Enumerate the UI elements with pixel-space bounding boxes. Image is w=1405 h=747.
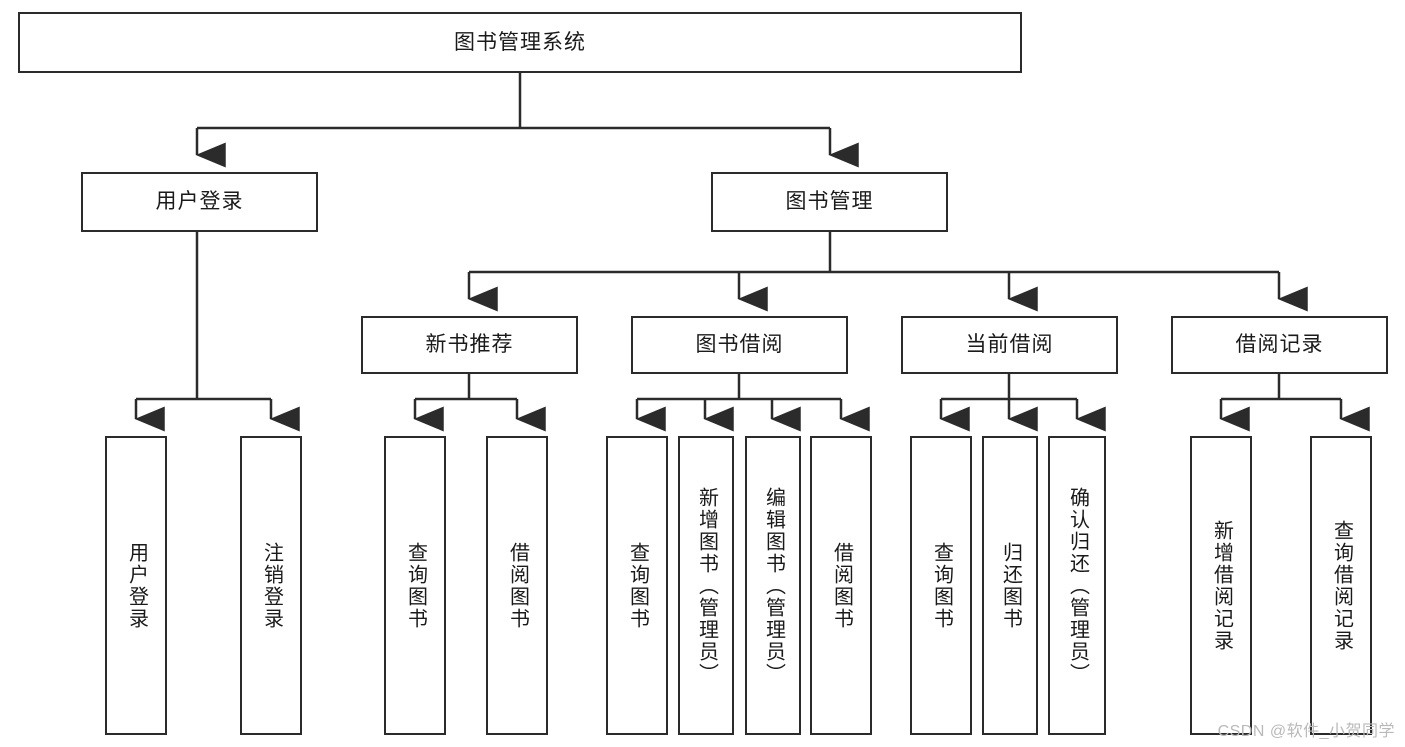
leaf-confirm-return[interactable]: 确认归还（管理员） [1048,436,1106,735]
node-label: 借阅图书 [830,541,853,630]
node-label: 当前借阅 [965,333,1054,357]
node-label: 新增图书（管理员） [695,486,718,685]
node-current-borrow[interactable]: 当前借阅 [901,316,1118,374]
node-root-book-management-system[interactable]: 图书管理系统 [18,12,1022,73]
leaf-edit-book[interactable]: 编辑图书（管理员） [745,436,801,735]
leaf-add-record[interactable]: 新增借阅记录 [1190,436,1252,735]
node-label: 图书管理 [785,190,874,214]
leaf-query-book-3[interactable]: 查询图书 [910,436,972,735]
node-label: 借阅记录 [1235,333,1324,357]
node-label: 查询借阅记录 [1330,519,1353,652]
node-label: 借阅图书 [506,541,529,630]
leaf-query-record[interactable]: 查询借阅记录 [1310,436,1372,735]
node-new-book-recommend[interactable]: 新书推荐 [361,316,578,374]
node-label: 新增借阅记录 [1210,519,1233,652]
csdn-watermark: CSDN @软件_小贺同学 [1217,723,1395,740]
node-label: 查询图书 [404,541,427,630]
leaf-borrow-book-1[interactable]: 借阅图书 [486,436,548,735]
leaf-user-logout[interactable]: 注销登录 [240,436,302,735]
node-label: 图书管理系统 [454,30,586,54]
node-label: 用户登录 [155,190,244,214]
node-label: 确认归还（管理员） [1066,486,1089,685]
node-label: 用户登录 [125,541,148,630]
node-label: 归还图书 [999,541,1022,630]
leaf-borrow-book-2[interactable]: 借阅图书 [810,436,872,735]
node-label: 查询图书 [930,541,953,630]
leaf-return-book[interactable]: 归还图书 [982,436,1038,735]
node-label: 编辑图书（管理员） [762,486,785,685]
node-book-management[interactable]: 图书管理 [711,172,948,232]
node-book-borrow[interactable]: 图书借阅 [631,316,848,374]
leaf-query-book-2[interactable]: 查询图书 [606,436,668,735]
node-label: 新书推荐 [425,333,514,357]
node-label: 查询图书 [626,541,649,630]
node-label: 图书借阅 [695,333,784,357]
leaf-query-book-1[interactable]: 查询图书 [384,436,446,735]
node-borrow-record[interactable]: 借阅记录 [1171,316,1388,374]
leaf-add-book[interactable]: 新增图书（管理员） [678,436,734,735]
node-label: 注销登录 [260,541,283,630]
node-user-login[interactable]: 用户登录 [81,172,318,232]
leaf-user-login[interactable]: 用户登录 [105,436,167,735]
